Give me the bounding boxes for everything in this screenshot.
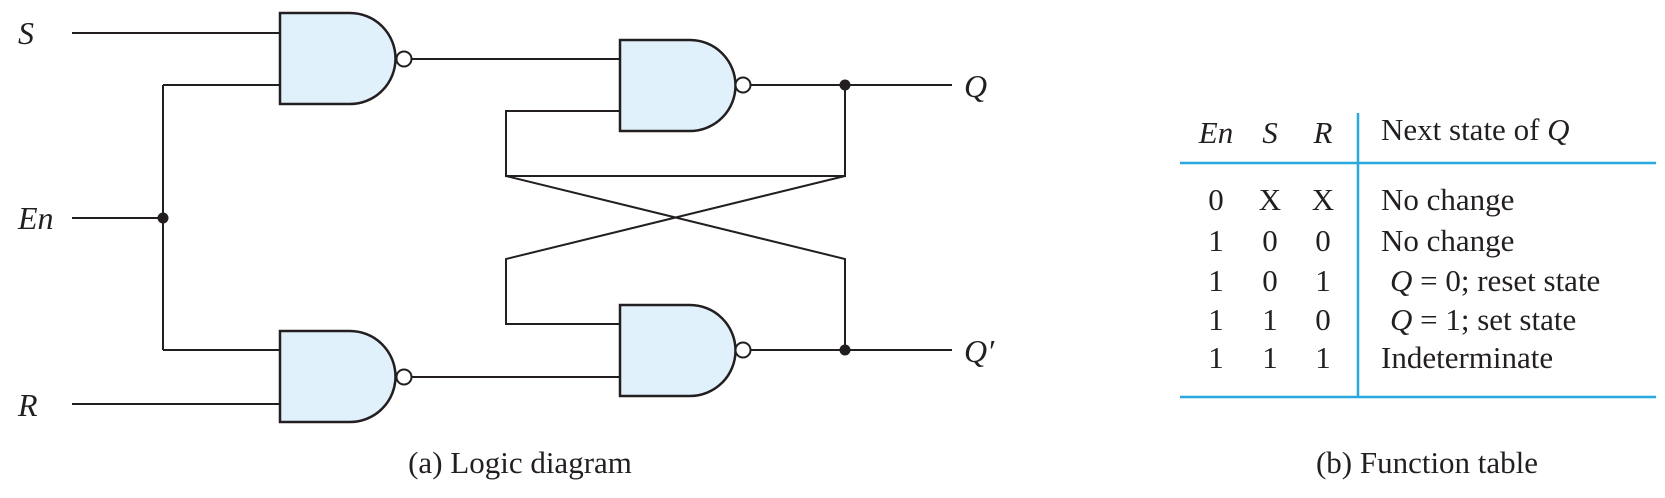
q-prime-output-label: Q′: [964, 333, 995, 369]
table-cell-next-state: Indeterminate: [1381, 340, 1553, 375]
en-input-label: En: [17, 200, 54, 236]
table-cell-s: 1: [1262, 340, 1278, 375]
table-row: 1 1 1 Indeterminate: [1208, 340, 1553, 375]
table-cell-en: 0: [1208, 182, 1224, 217]
table-cell-s: 1: [1262, 302, 1278, 337]
function-table-caption: (b) Function table: [1316, 445, 1538, 480]
table-cell-s: 0: [1262, 223, 1278, 258]
logic-diagram: S En R Q Q′ (a) Logic diagram: [17, 11, 995, 480]
table-row: 1 0 0 No change: [1208, 223, 1514, 258]
table-header-next-state: Next state of Q: [1381, 112, 1570, 147]
table-cell-next-state: Q = 1; set state: [1390, 302, 1576, 337]
table-cell-en: 1: [1208, 340, 1224, 375]
table-cell-en: 1: [1208, 302, 1224, 337]
table-row: 1 0 1 Q = 0; reset state: [1208, 263, 1600, 298]
logic-diagram-caption: (a) Logic diagram: [408, 445, 632, 480]
table-cell-s: 0: [1262, 263, 1278, 298]
s-input-label: S: [18, 15, 34, 51]
table-cell-r: 1: [1315, 340, 1331, 375]
table-cell-en: 1: [1208, 223, 1224, 258]
nand-gate-bottom-left: [278, 329, 413, 424]
nand-gate-bottom-right: [618, 303, 752, 398]
table-cell-s: X: [1259, 182, 1281, 217]
table-cell-r: 0: [1315, 223, 1331, 258]
nand-gate-top-right: [618, 38, 752, 133]
table-header-r: R: [1313, 115, 1333, 150]
table-header-s: S: [1262, 115, 1278, 150]
table-cell-next-state: No change: [1381, 182, 1514, 217]
nand-gate-top-left: [278, 11, 413, 106]
cross-wire-a: [505, 175, 846, 350]
table-header-en: En: [1198, 115, 1233, 150]
q-prime-feedback-wire: [505, 175, 846, 325]
table-cell-en: 1: [1208, 263, 1224, 298]
table-cell-next-state: No change: [1381, 223, 1514, 258]
table-cell-r: 1: [1315, 263, 1331, 298]
q-output-label: Q: [964, 68, 987, 104]
r-input-label: R: [17, 387, 38, 423]
table-cell-next-state: Q = 0; reset state: [1390, 263, 1600, 298]
table-cell-r: 0: [1315, 302, 1331, 337]
en-junction-dot: [157, 212, 169, 224]
table-row: 1 1 0 Q = 1; set state: [1208, 302, 1576, 337]
table-cell-r: X: [1312, 182, 1334, 217]
